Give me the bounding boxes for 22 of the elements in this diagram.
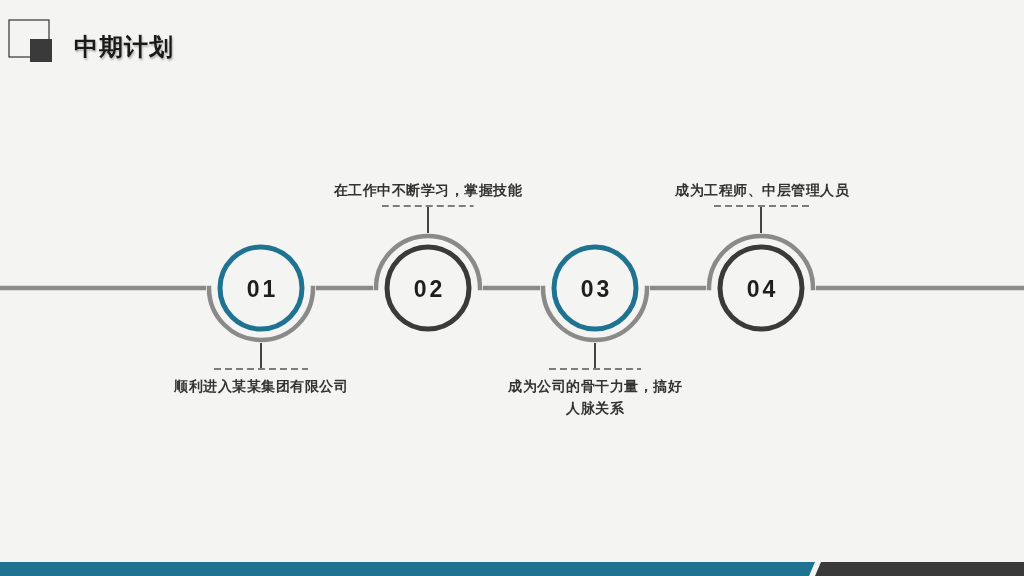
timeline-line bbox=[316, 285, 373, 291]
step-number: 01 bbox=[245, 277, 279, 301]
timeline-circle bbox=[706, 233, 816, 332]
timeline-circle bbox=[373, 233, 483, 332]
step-description: 成为工程师、中层管理人员 bbox=[675, 181, 849, 200]
timeline-line bbox=[650, 285, 706, 291]
step-number: 03 bbox=[579, 277, 613, 301]
step-number: 02 bbox=[412, 277, 446, 301]
timeline-line bbox=[483, 285, 540, 291]
leader-line bbox=[594, 342, 596, 369]
leader-line bbox=[260, 342, 262, 369]
leader-line bbox=[760, 206, 762, 234]
step-number: 04 bbox=[745, 277, 779, 301]
step-description: 成为公司的骨干力量，搞好人脉关系 bbox=[507, 377, 683, 418]
timeline-line bbox=[0, 285, 206, 291]
timeline-circle bbox=[206, 244, 316, 343]
step-description: 顺利进入某某集团有限公司 bbox=[174, 377, 348, 396]
timeline-circle bbox=[540, 244, 650, 343]
timeline-line bbox=[816, 285, 1024, 291]
step-description: 在工作中不断学习，掌握技能 bbox=[333, 181, 523, 200]
slide-title: 中期计划 bbox=[74, 33, 174, 62]
leader-line bbox=[427, 206, 429, 234]
